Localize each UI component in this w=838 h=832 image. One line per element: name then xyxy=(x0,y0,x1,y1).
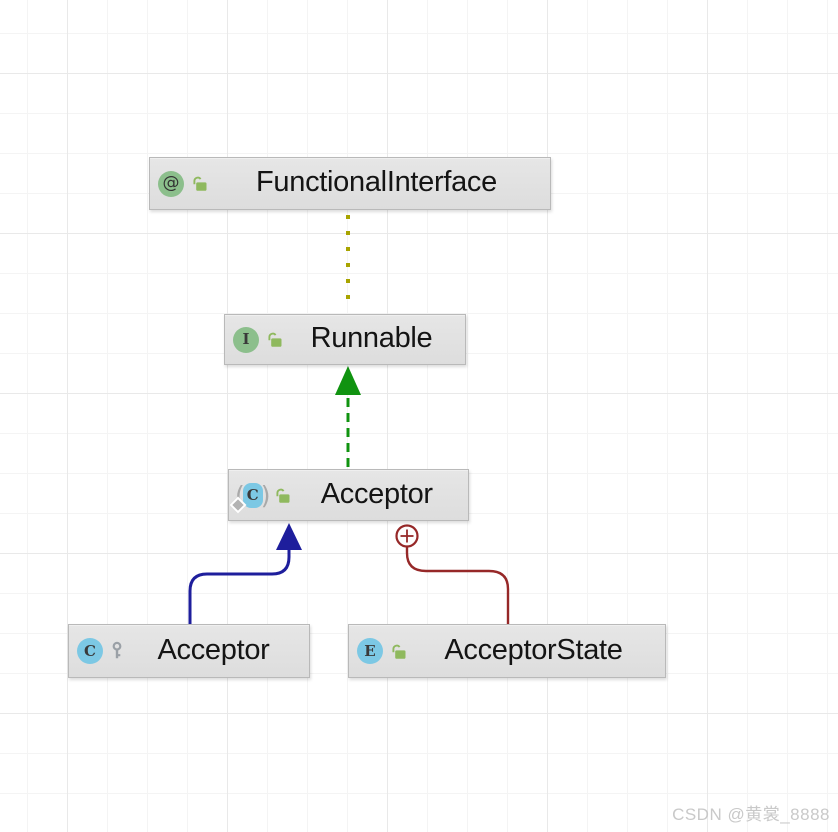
class-letter: C xyxy=(84,641,96,660)
interface-letter: I xyxy=(242,330,250,348)
node-label: Acceptor xyxy=(157,633,270,666)
class-icon: C xyxy=(242,482,263,508)
diagram-node-acceptor-anonymous[interactable]: ( C ) Acceptor xyxy=(228,469,469,521)
implements-arrowhead xyxy=(335,366,361,395)
annotation-icon: @ xyxy=(158,170,184,197)
diagram-node-acceptor[interactable]: C Acceptor xyxy=(68,624,310,678)
annotation-letter: @ xyxy=(162,173,180,193)
circle-plus-icon[interactable] xyxy=(395,524,419,548)
enum-letter: E xyxy=(364,641,376,660)
unlock-icon xyxy=(390,643,408,660)
anonymous-class-icon: ( C ) xyxy=(229,480,271,513)
diagram-node-acceptor-state[interactable]: E AcceptorState xyxy=(348,624,666,678)
extends-arrowhead xyxy=(276,523,302,550)
interface-icon: I xyxy=(233,326,259,353)
left-paren: ( xyxy=(235,480,245,510)
node-label: Runnable xyxy=(310,322,433,354)
implements-edge[interactable] xyxy=(335,366,361,467)
class-letter: C xyxy=(246,485,259,504)
unlock-icon xyxy=(274,487,292,504)
enum-icon: E xyxy=(357,638,383,664)
unlock-icon xyxy=(266,331,284,348)
right-paren: ) xyxy=(260,480,271,510)
diagram-node-functional-interface[interactable]: @ FunctionalInterface xyxy=(149,157,551,210)
inner-class-edge[interactable] xyxy=(395,524,510,625)
node-label: Acceptor xyxy=(320,477,433,510)
class-icon: C xyxy=(77,638,103,664)
extends-edge[interactable] xyxy=(188,523,302,624)
key-icon xyxy=(110,641,124,661)
csdn-watermark: CSDN @黄裳_8888 xyxy=(672,805,830,824)
node-label: AcceptorState xyxy=(444,633,623,666)
diagram-node-runnable[interactable]: I Runnable xyxy=(224,314,466,365)
node-label: FunctionalInterface xyxy=(256,166,497,198)
unlock-icon xyxy=(191,175,209,192)
